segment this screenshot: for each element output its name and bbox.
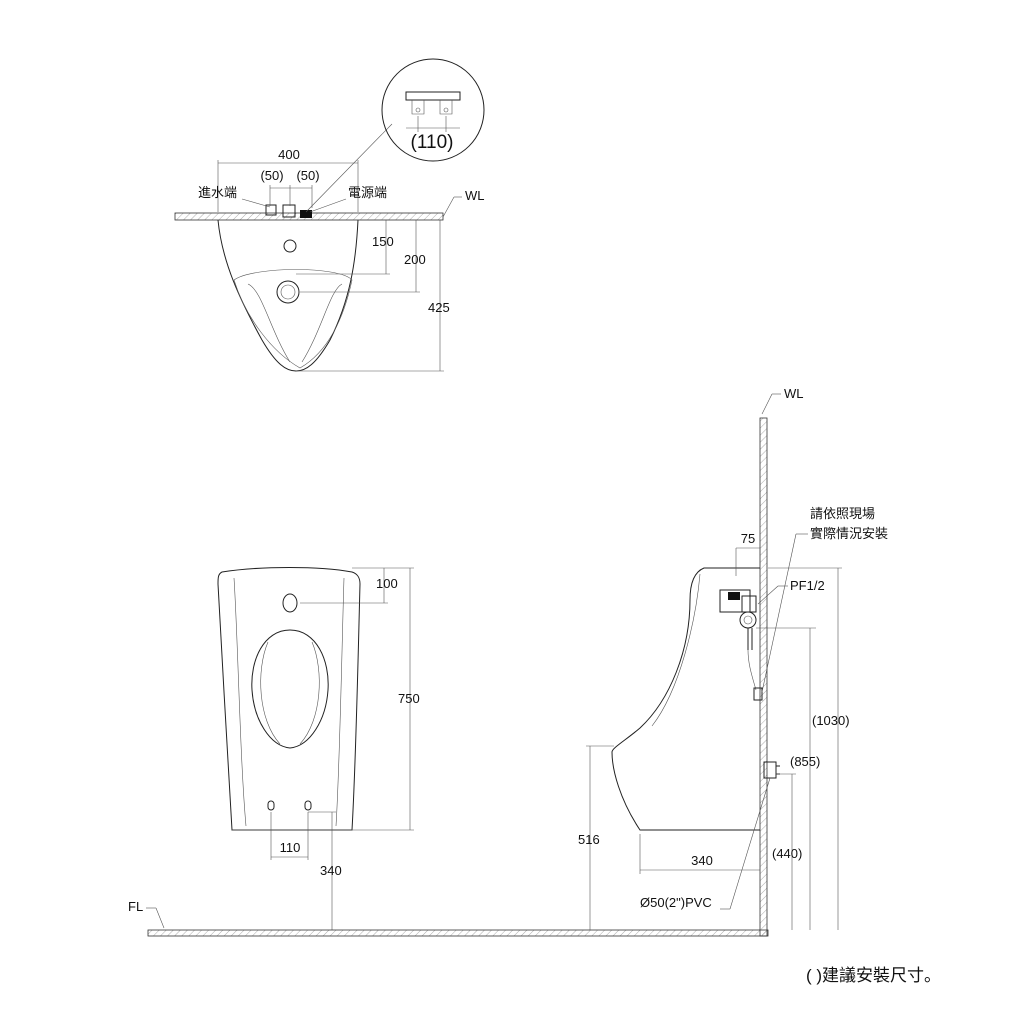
top-dim-425: 425 [428, 300, 450, 315]
front-bowl-opening [251, 629, 329, 749]
front-dim-750: 750 [398, 691, 420, 706]
front-dim-340: 340 [320, 863, 342, 878]
front-dim-100: 100 [376, 576, 398, 591]
side-dim-340: 340 [691, 853, 713, 868]
side-view: WL 請依照現場 實際情況安裝 75 [578, 386, 888, 937]
side-dim-75: 75 [741, 531, 755, 546]
flush-valve-assembly [719, 589, 763, 701]
top-dim-150: 150 [372, 234, 394, 249]
side-dim-855: (855) [790, 754, 820, 769]
side-label-pipe: Ø50(2")PVC [640, 895, 712, 910]
side-note-line2: 實際情況安裝 [810, 526, 888, 541]
side-note-line1: 請依照現場 [810, 506, 875, 521]
floor-strip [147, 929, 769, 937]
side-wall-strip [759, 417, 768, 937]
top-dim-400: 400 [278, 147, 300, 162]
front-sensor-window [282, 593, 298, 613]
front-view: 100 750 110 340 FL [128, 567, 420, 930]
detail-callout-circle [381, 58, 485, 162]
top-drain [276, 280, 300, 304]
top-power-connector [300, 210, 312, 218]
top-label-wl: WL [465, 188, 485, 203]
detail-dim-110: (110) [411, 132, 454, 153]
front-mount-hole-right [304, 800, 312, 811]
footnote: ( )建議安裝尺寸。 [806, 966, 941, 985]
top-bowl-outline [217, 219, 359, 372]
top-view: 400 (50) (50) 進水端 電源端 WL 150 200 425 [174, 58, 485, 372]
top-label-power: 電源端 [348, 185, 387, 200]
front-mount-hole-left [267, 800, 275, 811]
top-bowl-inner [233, 269, 353, 369]
top-sensor-hole [283, 239, 297, 253]
side-dim-1030: (1030) [812, 713, 850, 728]
top-water-inlet-fitting [265, 204, 277, 216]
side-urinal-profile [611, 567, 760, 831]
top-dim-right-50: (50) [296, 168, 319, 183]
top-dim-left-50: (50) [260, 168, 283, 183]
side-label-pf: PF1/2 [790, 578, 825, 593]
front-dim-110: 110 [280, 840, 301, 855]
side-dim-516: 516 [578, 832, 600, 847]
front-label-fl: FL [128, 899, 143, 914]
side-label-wl: WL [784, 386, 804, 401]
top-dim-200: 200 [404, 252, 426, 267]
top-label-water-inlet: 進水端 [198, 185, 237, 200]
side-dim-440: (440) [772, 846, 802, 861]
front-urinal-body [217, 567, 361, 831]
